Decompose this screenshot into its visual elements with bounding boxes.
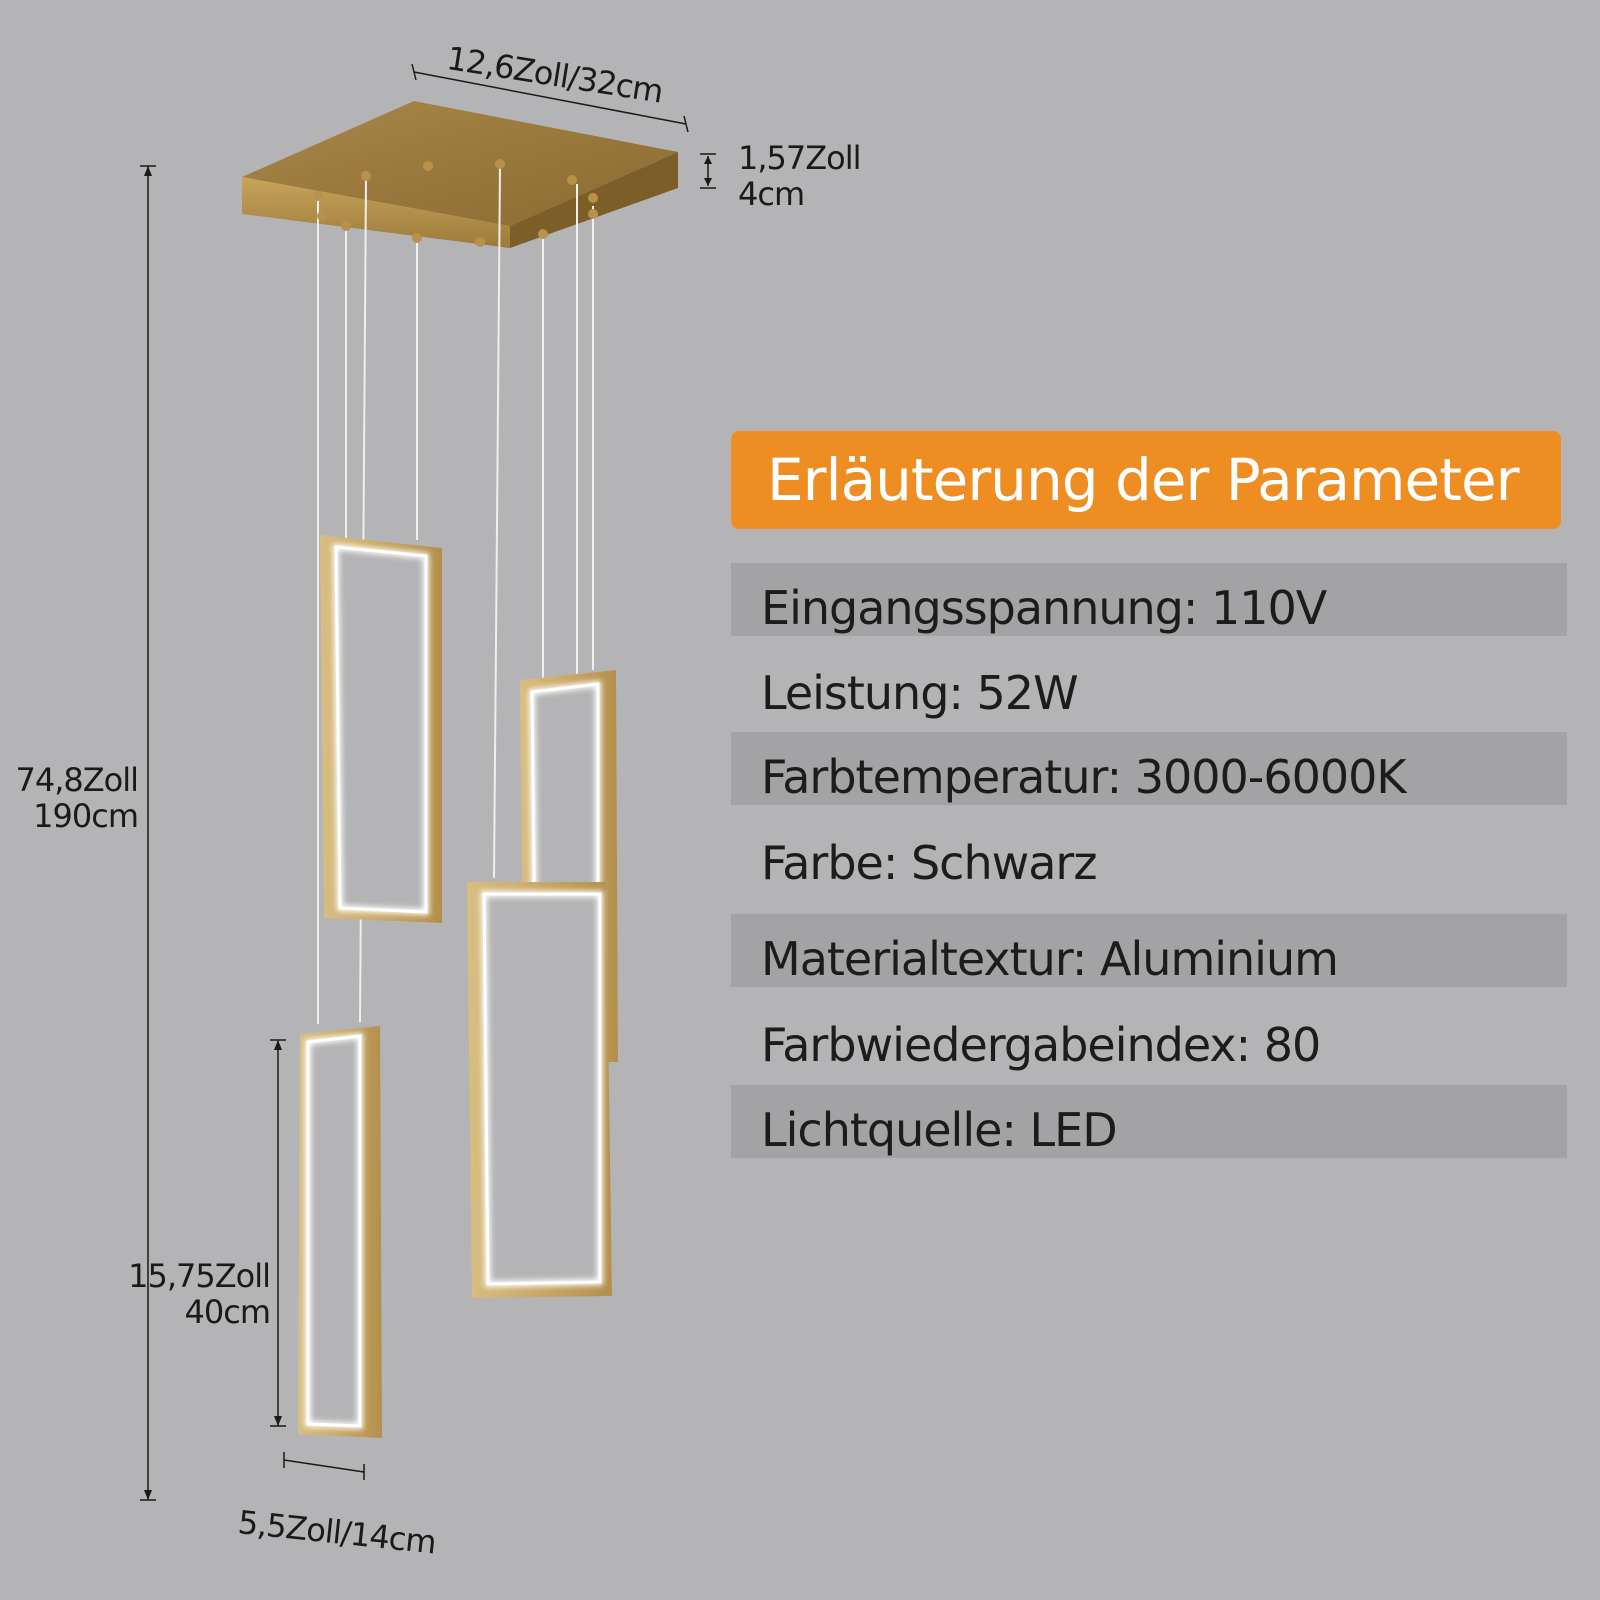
canopy-height-label-line1: 1,57Zoll bbox=[738, 139, 862, 177]
param-row-material: Materialtextur: Aluminium bbox=[731, 914, 1567, 987]
light-frame-center bbox=[467, 882, 612, 1298]
frame-height-label-line2: 40cm bbox=[184, 1293, 271, 1331]
param-row-voltage: Eingangsspannung: 110V bbox=[731, 563, 1567, 636]
param-row-cri: Farbwiedergabeindex: 80 bbox=[761, 1018, 1321, 1072]
ceiling-canopy bbox=[242, 101, 678, 248]
frame-height-label-line1: 15,75Zoll bbox=[128, 1257, 271, 1295]
param-row-light-source: Lichtquelle: LED bbox=[731, 1085, 1567, 1158]
parameters-title: Erläuterung der Parameter bbox=[731, 431, 1561, 529]
param-row-color: Farbe: Schwarz bbox=[761, 836, 1097, 890]
canopy-studs bbox=[313, 159, 598, 247]
total-height-label-line2: 190cm bbox=[33, 797, 139, 835]
total-height-label-line1: 74,8Zoll bbox=[15, 761, 139, 799]
param-row-power: Leistung: 52W bbox=[761, 666, 1079, 720]
canopy-height-label-line2: 4cm bbox=[738, 175, 805, 213]
light-frame-lower-left bbox=[298, 1026, 382, 1438]
light-frame-upper-left bbox=[320, 535, 442, 923]
dimension-arrowheads bbox=[144, 156, 712, 1500]
param-row-color-temperature: Farbtemperatur: 3000-6000K bbox=[731, 732, 1567, 805]
